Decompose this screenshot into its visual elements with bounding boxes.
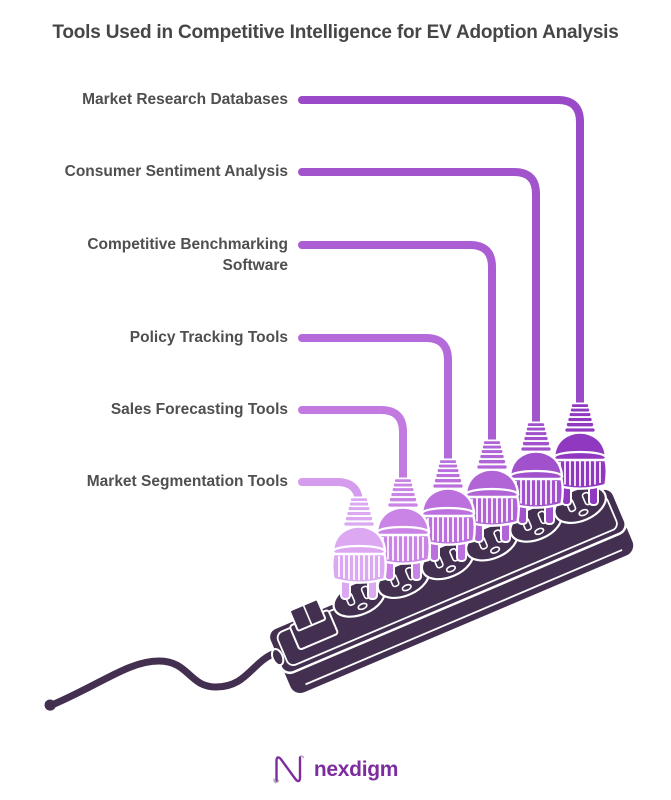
connector-sales-forecasting [298, 406, 407, 500]
label-consumer-sentiment-analysis: Consumer Sentiment Analysis [64, 163, 288, 180]
label-market-research-databases: Market Research Databases [82, 91, 288, 108]
connector-lines [298, 96, 584, 519]
cord-collar [270, 648, 285, 667]
connector-consumer-sentiment [298, 168, 540, 444]
plug-segmentation [331, 496, 387, 601]
label-sales-forecasting-tools: Sales Forecasting Tools [110, 401, 288, 418]
nexdigm-logo-icon [273, 755, 305, 784]
brand-name: nexdigm [313, 758, 399, 781]
connector-market-research [298, 96, 584, 425]
page-title: Tools Used in Competitive Intelligence f… [52, 22, 619, 43]
power-switch-icon [289, 598, 339, 651]
connector-benchmarking [298, 241, 496, 462]
label-policy-tracking-tools: Policy Tracking Tools [129, 329, 288, 346]
power-strip [267, 478, 636, 696]
label-competitive-benchmarking: Competitive Benchmarking Software [87, 236, 288, 274]
connector-policy-tracking [298, 334, 452, 481]
power-cord [44, 648, 282, 711]
brand-logo: nexdigm [0, 749, 671, 791]
label-market-segmentation-tools: Market Segmentation Tools [86, 473, 288, 490]
